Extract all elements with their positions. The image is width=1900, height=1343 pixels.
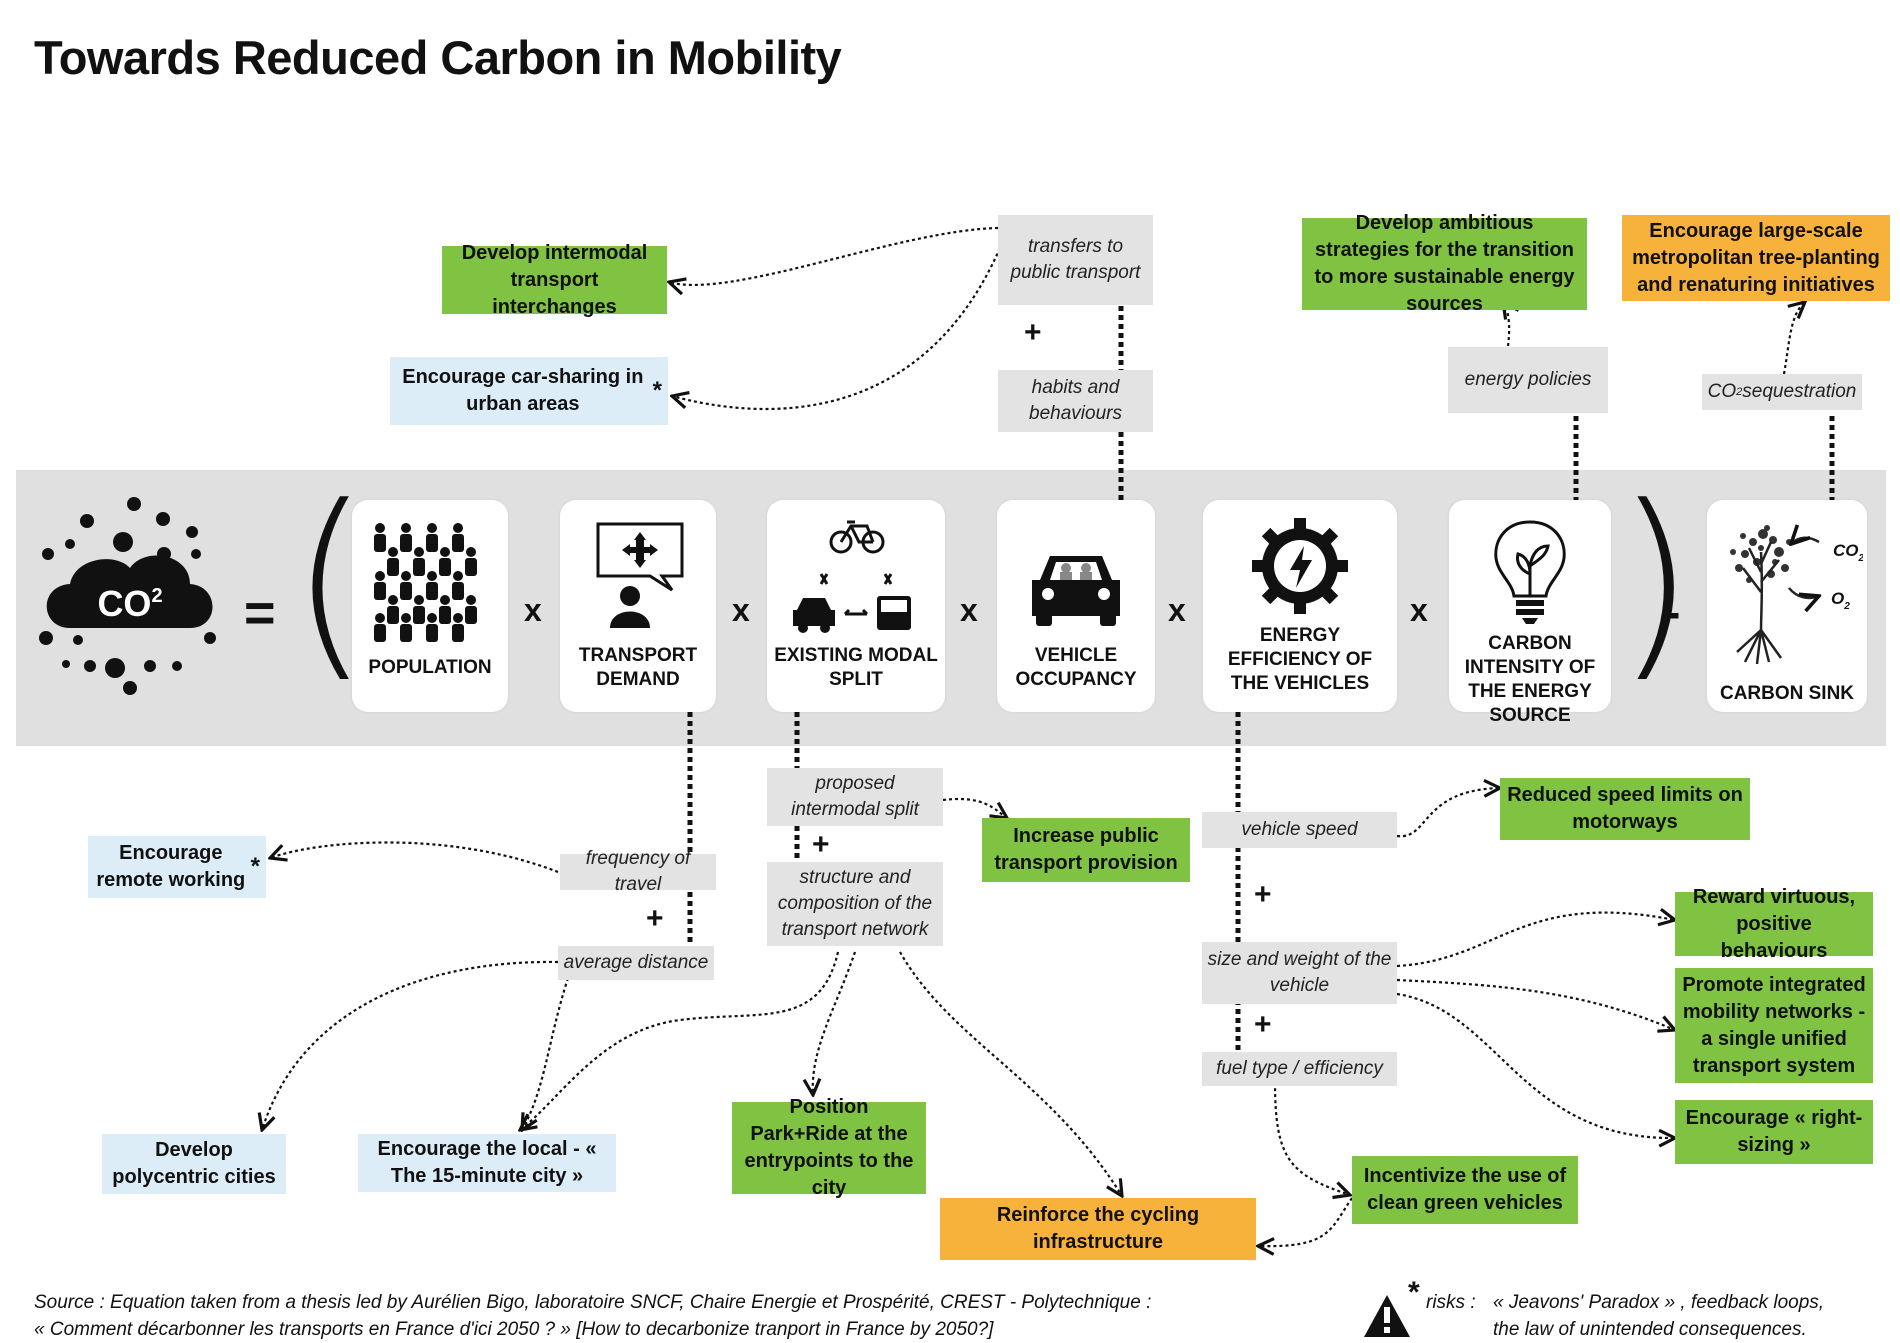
arrow-size-rightsizing [1396,992,1675,1138]
arrow-size-promote [1396,978,1675,1030]
modal-split-icon [793,520,911,633]
times-sign: x [960,592,978,628]
arrow-sequestration-trees [1782,302,1805,375]
lever-energy-policies: energy policies [1448,347,1608,413]
action-reward-behaviours: Reward virtuous, positive behaviours [1675,886,1873,962]
arrow-speed-limits [1396,788,1500,838]
lever-vehicle-speed: vehicle speed [1202,812,1397,848]
action-clean-vehicles: Incentivize the use of clean green vehic… [1352,1156,1578,1224]
factor-vehicle-occupancy: VEHICLE OCCUPANCY [997,500,1155,712]
arrow-network-cycling [899,951,1122,1196]
plus-sign: + [812,828,830,861]
factor-label: CARBON SINK [1719,683,1855,704]
action-public-transport-provision: Increase public transport provision [982,818,1190,882]
sink-co2-label: CO2 [1833,541,1863,564]
sink-o2-label: O2 [1831,589,1850,612]
equals-sign: = [244,583,276,643]
arrow-transfers-carsharing [672,247,1002,411]
action-cycling-infrastructure: Reinforce the cycling infrastructure [940,1198,1256,1260]
arrow-network-parkride [813,951,857,1095]
people-crowd-icon [374,523,477,642]
action-intermodal-interchanges: Develop intermodal transport interchange… [442,242,667,318]
action-tree-planting: Encourage large-scale metropolitan tree-… [1622,215,1890,301]
risk-asterisk: * [1408,1276,1420,1309]
action-park-and-ride: Position Park+Ride at the entrypoints to… [732,1096,926,1199]
arrow-distance-local [522,977,570,1130]
times-sign: x [1168,592,1186,628]
risk-label: risks : [1426,1292,1476,1313]
arrow-frequency-remote [270,841,559,874]
lever-transfers-public-transport: transfers to public transport [998,215,1153,305]
factor-label: POPULATION [368,657,492,678]
factor-label: EXISTING MODAL SPLIT [774,645,938,690]
arrow-transfers-intermodal [669,226,999,285]
times-sign: x [1410,592,1428,628]
tree-icon: CO2 O2 [1730,512,1863,665]
lever-network-structure: structure and composition of the transpo… [767,862,943,946]
lever-frequency-of-travel: frequency of travel [560,848,716,895]
action-integrated-mobility: Promote integrated mobility networks - a… [1675,968,1873,1083]
plus-sign: + [1254,878,1272,911]
plus-sign: + [1024,316,1042,349]
action-right-sizing: Encourage « right-sizing » [1675,1100,1873,1164]
gear-lightning-icon [1252,518,1348,614]
arrow-fuel-incentivize [1273,1081,1350,1195]
eco-lightbulb-icon [1494,520,1566,624]
person-with-directions-icon [596,522,684,628]
factor-label: CARBON INTENSITY OF THE ENERGY SOURCE [1464,633,1596,726]
arrow-policies-strategies [1503,302,1509,347]
co2-cloud-icon: CO2 [39,497,216,695]
factor-label: TRANSPORT DEMAND [578,645,698,690]
action-car-sharing: Encourage car-sharing in urban areas* [390,357,668,425]
times-sign: x [524,592,542,628]
arrow-incentivize-cycling [1258,1197,1353,1246]
warning-triangle-icon [1364,1295,1410,1337]
arrow-size-reward [1396,913,1675,968]
action-energy-strategies: Develop ambitious strategies for the tra… [1302,212,1587,315]
plus-sign: + [1254,1008,1272,1041]
lever-habits-behaviours: habits and behaviours [998,370,1153,432]
page-title: Towards Reduced Carbon in Mobility [34,31,842,84]
minus-sign: - [1665,586,1681,638]
factor-label: VEHICLE OCCUPANCY [1015,645,1137,690]
factor-transport-demand: TRANSPORT DEMAND [560,500,716,712]
action-remote-working: Encourage remote working* [88,836,266,898]
factor-existing-modal-split: EXISTING MODAL SPLIT [767,500,945,712]
co2-text: CO2 [97,583,162,624]
factor-population: POPULATION [352,500,508,712]
factor-carbon-intensity: CARBON INTENSITY OF THE ENERGY SOURCE [1449,500,1611,726]
lever-size-weight: size and weight of the vehicle [1202,942,1397,1004]
lever-fuel-type: fuel type / efficiency [1202,1052,1397,1086]
risk-description: « Jeavons' Paradox » , feedback loops, t… [1493,1292,1825,1340]
source-note: Source : Equation taken from a thesis le… [34,1292,1152,1340]
plus-sign: + [646,902,664,935]
factor-carbon-sink: CO2 O2 CARBON SINK [1707,500,1867,712]
lever-proposed-intermodal-split: proposed intermodal split [767,768,943,826]
action-speed-limits: Reduced speed limits on motorways [1500,778,1750,840]
factor-energy-efficiency: ENERGY EFFICIENCY OF THE VEHICLES [1203,500,1397,712]
arrow-distance-polycentric [262,960,559,1130]
arrow-split-publictransport [942,797,1007,818]
times-sign: x [732,592,750,628]
close-parenthesis: ) [1615,463,1695,701]
car-with-passengers-icon [1032,556,1120,626]
lever-average-distance: average distance [558,946,714,980]
factor-label: ENERGY EFFICIENCY OF THE VEHICLES [1227,625,1373,694]
action-15-minute-city: Encourage the local - « The 15-minute ci… [358,1134,616,1192]
action-polycentric-cities: Develop polycentric cities [102,1134,286,1194]
